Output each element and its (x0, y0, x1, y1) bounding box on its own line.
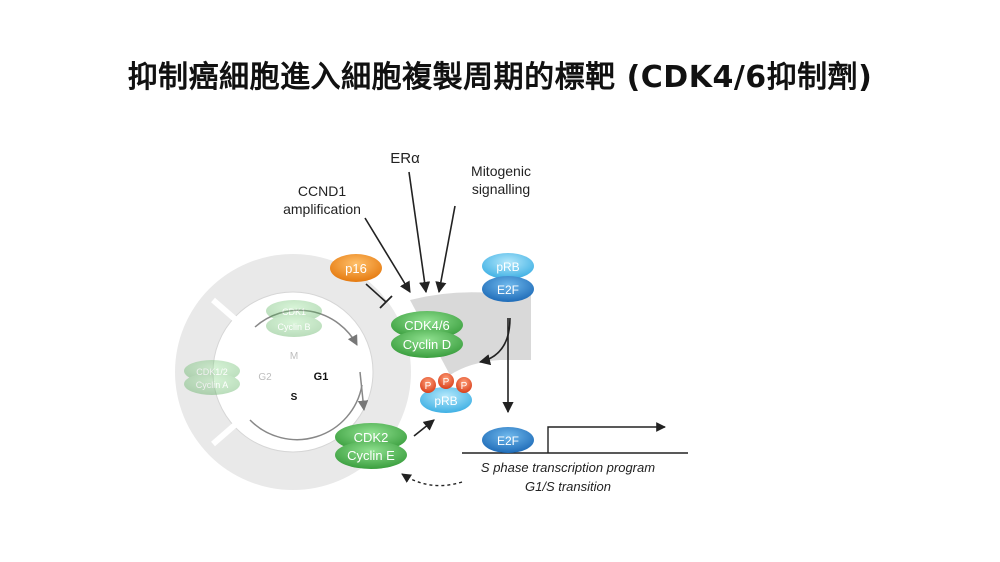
mitogenic-label: Mitogenic (471, 163, 531, 179)
caption-g1s: G1/S transition (525, 479, 611, 494)
prb-phos-label: pRB (434, 394, 457, 408)
phosphorylated-prb: pRB P P P (420, 373, 472, 413)
cdk2-label: CDK2 (354, 430, 389, 445)
ccnd1-label: CCND1 (298, 183, 346, 199)
cyclind-label: Cyclin D (403, 337, 451, 352)
caption-s-phase: S phase transcription program (481, 460, 655, 475)
cdk12-label: CDK1/2 (196, 367, 228, 377)
ccnd1-arrow (364, 217, 411, 293)
p16-inhibition-line (365, 283, 393, 309)
transcription-start-arrow (547, 422, 666, 453)
phase-g2-label: G2 (258, 372, 272, 383)
p16-node: p16 (330, 254, 382, 282)
phase-s-label: S (291, 392, 298, 403)
phase-g1-label: G1 (314, 371, 329, 383)
prb-top-label: pRB (496, 260, 519, 274)
e2f-bottom-label: E2F (497, 434, 519, 448)
prb-e2f-complex: pRB E2F (482, 253, 534, 302)
phospho-1-label: P (425, 381, 432, 392)
cycline-label: Cyclin E (347, 448, 395, 463)
cyclinb-label: Cyclin B (277, 322, 310, 332)
cdk12-cyclina-complex: CDK1/2 Cyclin A (184, 360, 240, 395)
phosphorylation-arrow (478, 317, 511, 366)
cdk2-to-prb-arrow (413, 419, 435, 437)
feedback-dashed-arrow (401, 473, 463, 487)
e2f-top-label: E2F (497, 283, 519, 297)
cdk46-label: CDK4/6 (404, 318, 450, 333)
er-arrow (408, 171, 431, 294)
cdk2-cycline-complex: CDK2 Cyclin E (335, 423, 407, 469)
signalling-label: signalling (472, 181, 530, 197)
cdk1-label: CDK1 (282, 307, 306, 317)
phospho-3-label: P (461, 381, 468, 392)
phase-m-label: M (290, 351, 298, 362)
er-alpha-label: ERα (390, 150, 420, 167)
cyclina-label: Cyclin A (196, 380, 229, 390)
transcription-program: E2F (462, 422, 688, 454)
slide-title: 抑制癌細胞進入細胞複製周期的標靶 (CDK4/6抑制劑) (127, 60, 873, 95)
cdk46-cyclind-complex: CDK4/6 Cyclin D (391, 311, 463, 358)
cdk1-cyclinb-complex: CDK1 Cyclin B (266, 300, 322, 337)
mitogenic-arrow (435, 205, 456, 294)
p16-label: p16 (345, 261, 367, 276)
amplification-label: amplification (283, 201, 361, 217)
phospho-2-label: P (443, 377, 450, 388)
